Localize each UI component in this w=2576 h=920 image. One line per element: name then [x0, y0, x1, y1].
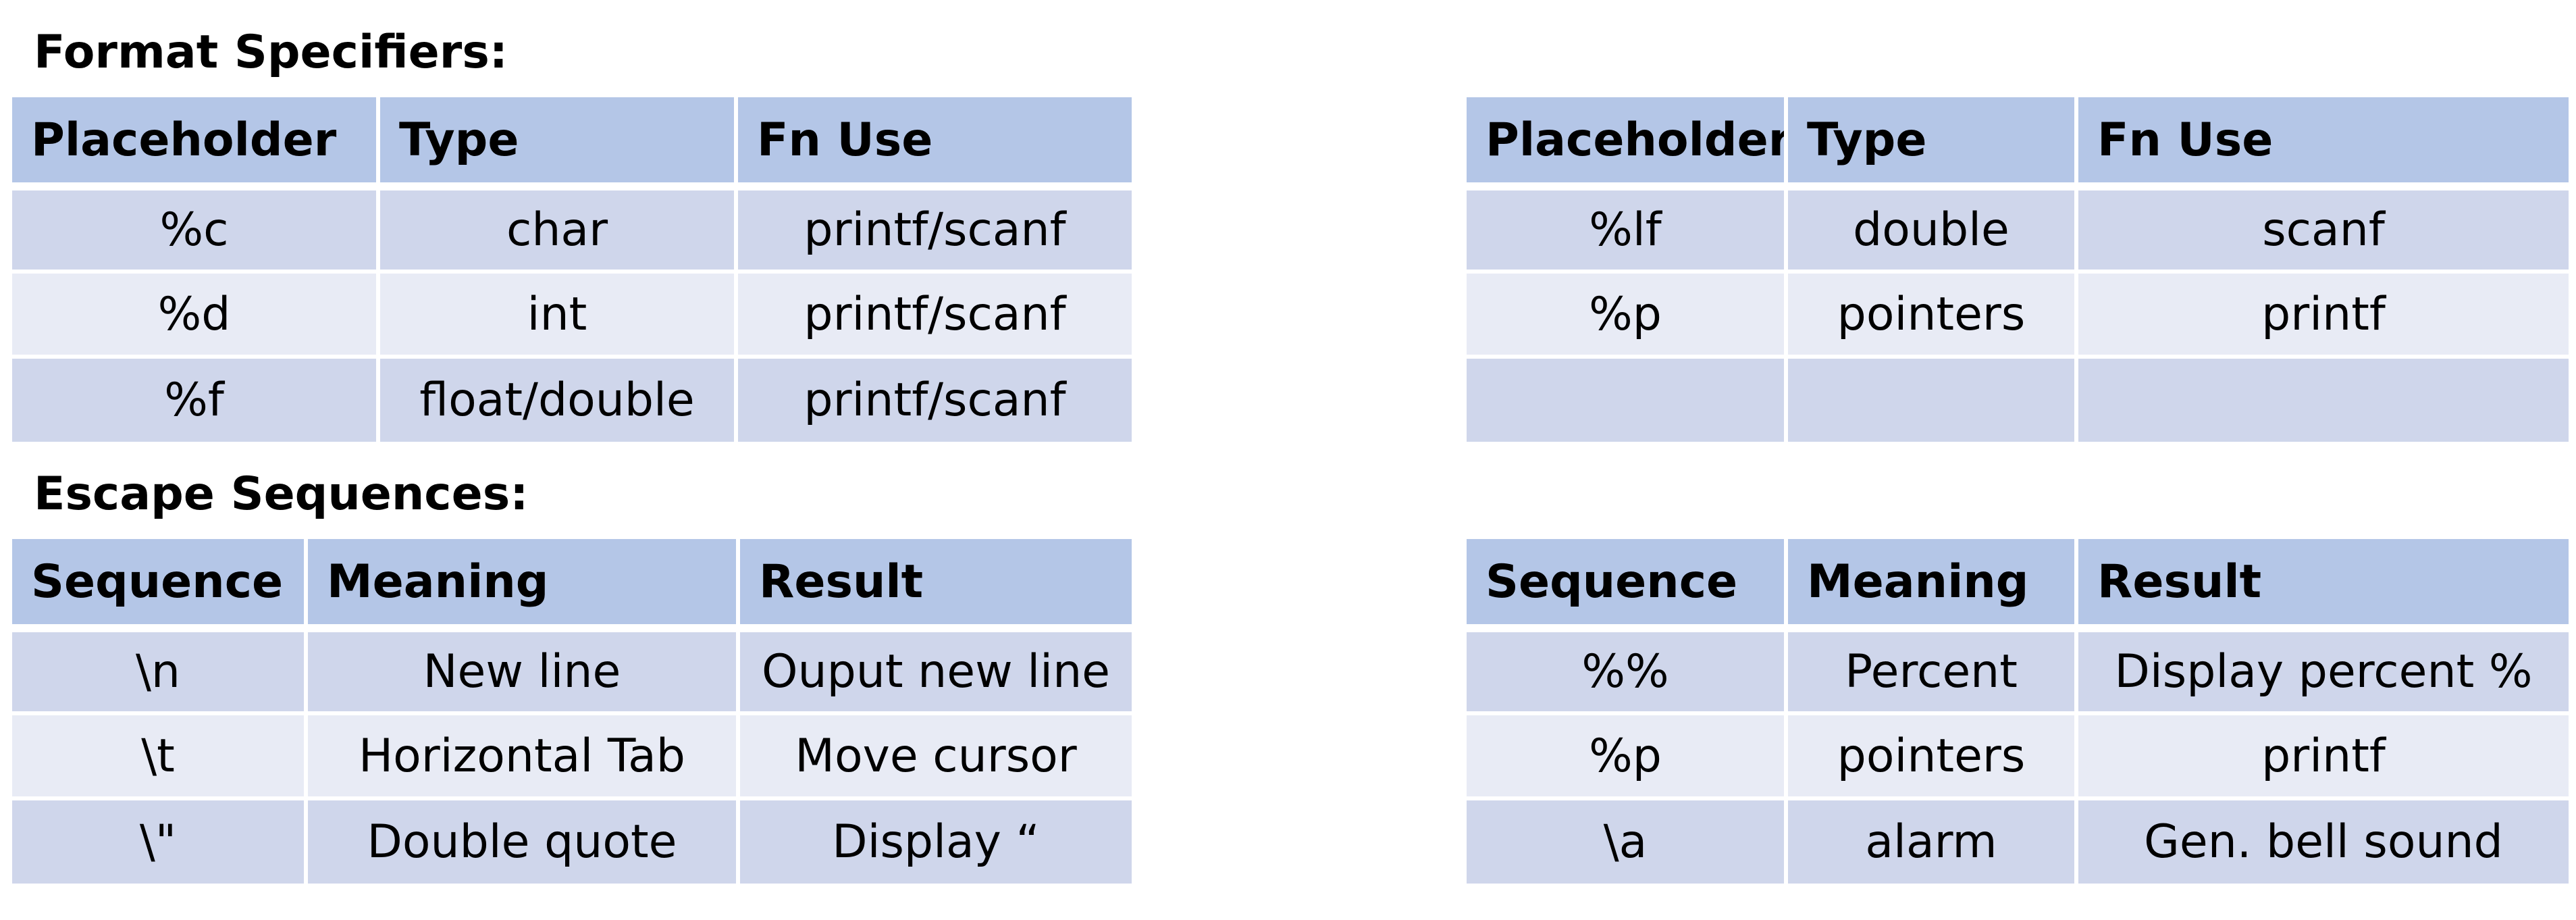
table-cell: %lf [1467, 184, 1788, 274]
table-cell: float/double [376, 355, 738, 442]
column-header: Placeholder [1467, 97, 1788, 190]
table-row: %p pointers printf [1467, 711, 2569, 800]
column-header: Sequence [1467, 539, 1788, 632]
format-specifiers-heading: Format Specifiers: [34, 26, 508, 79]
column-header: Meaning [1784, 539, 2078, 632]
table-cell: \n [12, 626, 308, 715]
table-cell: New line [304, 626, 740, 715]
table-header-row: Sequence Meaning Result [12, 539, 1132, 632]
table-cell [2074, 355, 2569, 442]
table-cell: printf [2074, 711, 2569, 800]
table-cell: alarm [1784, 796, 2078, 884]
escape-sequences-table-left: Sequence Meaning Result \n New line Oupu… [12, 539, 1132, 884]
table-cell [1467, 355, 1788, 442]
column-header: Fn Use [734, 97, 1132, 190]
table-row [1467, 355, 2569, 442]
column-header: Placeholder [12, 97, 380, 190]
column-header: Type [1784, 97, 2078, 190]
table-cell: Double quote [304, 796, 740, 884]
column-header: Type [376, 97, 738, 190]
column-header: Fn Use [2074, 97, 2569, 190]
table-cell: Display “ [736, 796, 1132, 884]
table-row: \a alarm Gen. bell sound [1467, 796, 2569, 884]
escape-sequences-table-right: Sequence Meaning Result %% Percent Displ… [1467, 539, 2569, 884]
table-row: %c char printf/scanf [12, 184, 1132, 274]
table-cell: %p [1467, 270, 1788, 359]
table-header-row: Placeholder Type Fn Use [1467, 97, 2569, 190]
table-cell: \a [1467, 796, 1788, 884]
table-cell: %p [1467, 711, 1788, 800]
table-cell: %d [12, 270, 380, 359]
escape-sequences-heading: Escape Sequences: [34, 467, 529, 521]
table-header-row: Placeholder Type Fn Use [12, 97, 1132, 190]
table-row: \t Horizontal Tab Move cursor [12, 711, 1132, 800]
table-cell: Gen. bell sound [2074, 796, 2569, 884]
table-cell: %% [1467, 626, 1788, 715]
table-cell: printf/scanf [734, 184, 1132, 274]
table-cell: char [376, 184, 738, 274]
table-cell: Percent [1784, 626, 2078, 715]
table-cell: \t [12, 711, 308, 800]
table-cell: int [376, 270, 738, 359]
format-specifiers-table-left: Placeholder Type Fn Use %c char printf/s… [12, 97, 1132, 442]
table-row: %% Percent Display percent % [1467, 626, 2569, 715]
table-cell: Display percent % [2074, 626, 2569, 715]
table-header-row: Sequence Meaning Result [1467, 539, 2569, 632]
table-cell: pointers [1784, 270, 2078, 359]
table-cell: Ouput new line [736, 626, 1132, 715]
table-cell: double [1784, 184, 2078, 274]
table-cell: pointers [1784, 711, 2078, 800]
column-header: Meaning [304, 539, 740, 632]
table-cell: Horizontal Tab [304, 711, 740, 800]
table-cell: printf/scanf [734, 355, 1132, 442]
table-row: %d int printf/scanf [12, 270, 1132, 359]
column-header: Sequence [12, 539, 308, 632]
table-cell: printf/scanf [734, 270, 1132, 359]
table-cell: \" [12, 796, 308, 884]
table-row: \" Double quote Display “ [12, 796, 1132, 884]
table-row: %f float/double printf/scanf [12, 355, 1132, 442]
format-specifiers-table-right: Placeholder Type Fn Use %lf double scanf… [1467, 97, 2569, 442]
table-cell: Move cursor [736, 711, 1132, 800]
table-cell: %f [12, 355, 380, 442]
table-row: \n New line Ouput new line [12, 626, 1132, 715]
column-header: Result [2074, 539, 2569, 632]
table-cell: scanf [2074, 184, 2569, 274]
table-cell: %c [12, 184, 380, 274]
table-cell: printf [2074, 270, 2569, 359]
column-header: Result [736, 539, 1132, 632]
table-row: %p pointers printf [1467, 270, 2569, 359]
table-row: %lf double scanf [1467, 184, 2569, 274]
table-cell [1784, 355, 2078, 442]
